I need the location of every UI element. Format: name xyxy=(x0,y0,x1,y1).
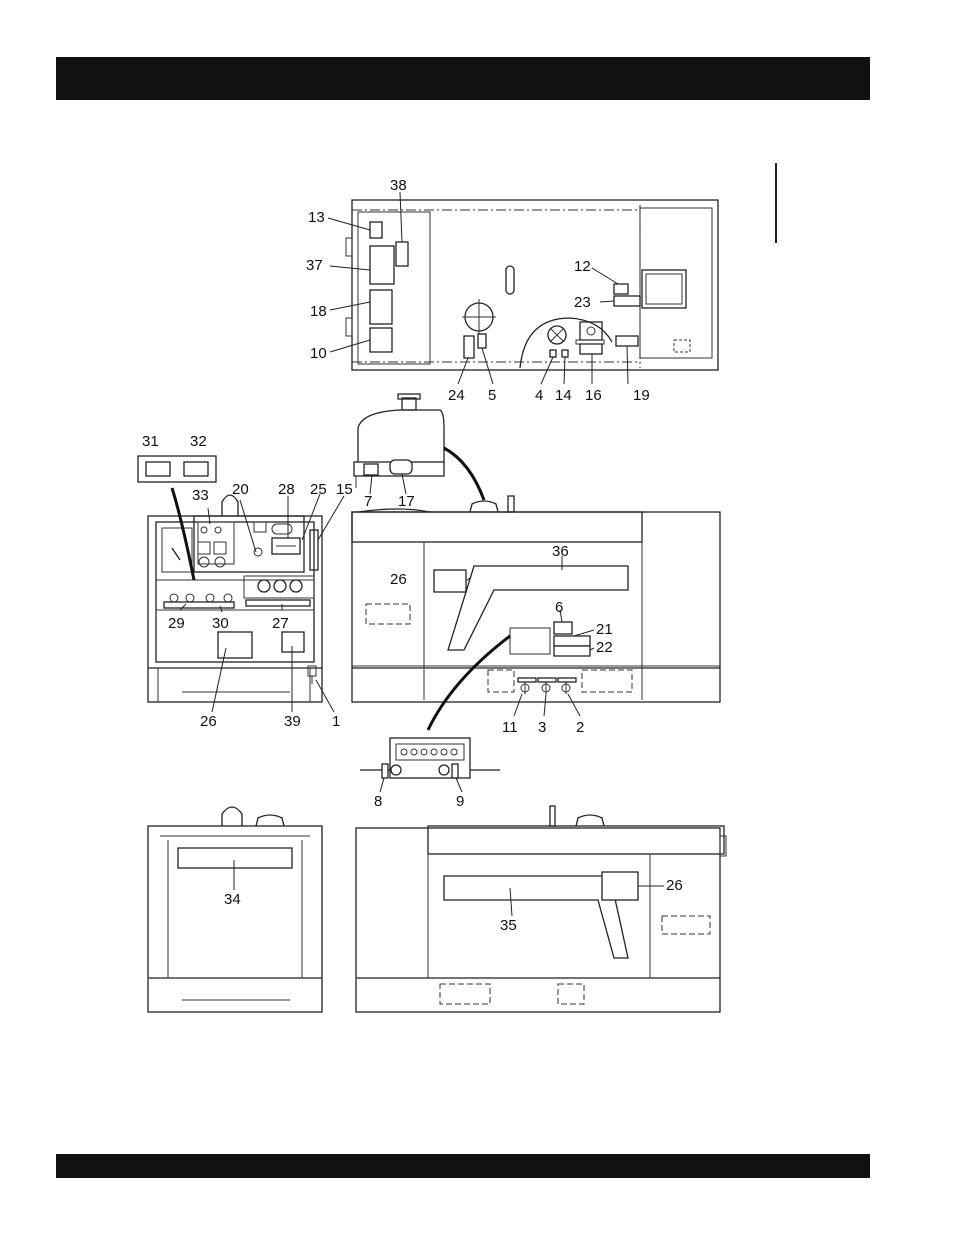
callout-38: 38 xyxy=(390,177,407,194)
callout-15: 15 xyxy=(336,481,353,498)
callout-20: 20 xyxy=(232,481,249,498)
callout-26-rear: 26 xyxy=(200,713,217,730)
callout-3: 3 xyxy=(538,719,546,736)
callout-18: 18 xyxy=(310,303,327,320)
callout-35: 35 xyxy=(500,917,517,934)
callout-7: 7 xyxy=(364,493,372,510)
callout-21: 21 xyxy=(596,621,613,638)
callout-8: 8 xyxy=(374,793,382,810)
top-view xyxy=(328,192,718,384)
callout-27: 27 xyxy=(272,615,289,632)
callout-28: 28 xyxy=(278,481,295,498)
callout-34: 34 xyxy=(224,891,241,908)
callout-30: 30 xyxy=(212,615,229,632)
callout-10: 10 xyxy=(310,345,327,362)
air-cleaner-detail xyxy=(354,394,484,500)
callout-labels: 38 13 37 18 10 12 23 24 5 4 14 16 19 31 … xyxy=(142,177,683,934)
callout-17: 17 xyxy=(398,493,415,510)
callout-23: 23 xyxy=(574,294,591,311)
callout-31: 31 xyxy=(142,433,159,450)
callout-24: 24 xyxy=(448,387,465,404)
right-side-view xyxy=(352,496,720,730)
front-view xyxy=(148,807,322,1012)
callout-25: 25 xyxy=(310,481,327,498)
callout-26-left: 26 xyxy=(666,877,683,894)
callout-39: 39 xyxy=(284,713,301,730)
callout-29: 29 xyxy=(168,615,185,632)
callout-36: 36 xyxy=(552,543,569,560)
callout-33: 33 xyxy=(192,487,209,504)
callout-16: 16 xyxy=(585,387,602,404)
callout-26-right: 26 xyxy=(390,571,407,588)
terminal-block-detail xyxy=(360,738,500,792)
left-side-view xyxy=(356,806,726,1012)
callout-9: 9 xyxy=(456,793,464,810)
callout-37: 37 xyxy=(306,257,323,274)
callout-6: 6 xyxy=(555,599,563,616)
callout-13: 13 xyxy=(308,209,325,226)
callout-2: 2 xyxy=(576,719,584,736)
footer-bar xyxy=(56,1154,870,1178)
callout-32: 32 xyxy=(190,433,207,450)
callout-1: 1 xyxy=(332,713,340,730)
callout-11: 11 xyxy=(502,719,518,736)
callout-5: 5 xyxy=(488,387,496,404)
callout-12: 12 xyxy=(574,258,591,275)
callout-4: 4 xyxy=(535,387,543,404)
callout-19: 19 xyxy=(633,387,650,404)
callout-14: 14 xyxy=(555,387,572,404)
callout-22: 22 xyxy=(596,639,613,656)
